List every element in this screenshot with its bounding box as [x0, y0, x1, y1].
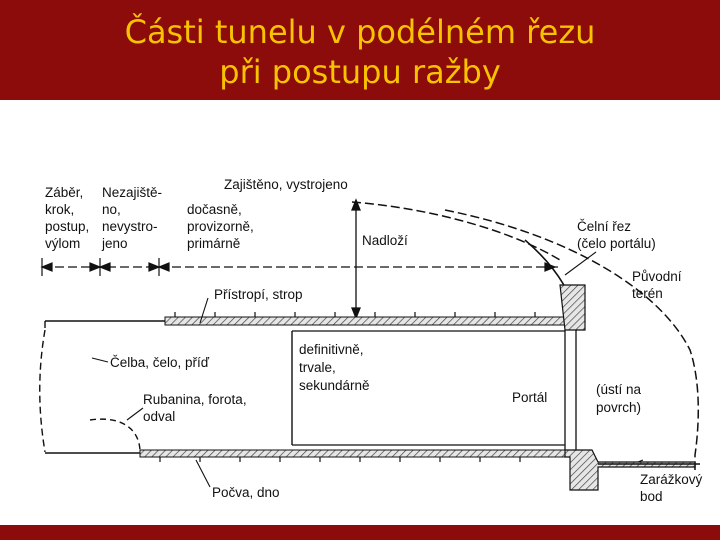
label-rubanina: Rubanina, forota, odval [143, 392, 247, 424]
svg-text:Původní: Původní [632, 269, 682, 284]
tunnel-floor-lining [139, 449, 566, 458]
svg-text:primárně: primárně [187, 236, 240, 251]
portal-top-block [559, 284, 586, 331]
leader-lines [91, 251, 644, 488]
label-definitivne: definitivně, trvale, sekundárně [299, 342, 370, 393]
label-portal: Portál [512, 390, 547, 405]
svg-text:terén: terén [632, 286, 663, 301]
svg-text:povrch): povrch) [596, 400, 641, 415]
svg-text:výlom: výlom [45, 236, 80, 251]
svg-text:nevystro-: nevystro- [102, 219, 158, 234]
slide-title-line-2: při postupu ražby [219, 53, 501, 91]
svg-text:trvale,: trvale, [299, 360, 336, 375]
label-celba: Čelba, čelo, příď [110, 355, 210, 370]
label-nadlozi: Nadloží [362, 233, 408, 248]
muck-pile-curve [89, 418, 141, 453]
tunnel-face-curve [39, 329, 46, 453]
overburden-dimension [351, 198, 361, 320]
svg-text:definitivně,: definitivně, [299, 342, 364, 357]
label-zajisteno: Zajištěno, vystrojeno [224, 177, 348, 192]
svg-text:postup,: postup, [45, 219, 89, 234]
roof-anchor-ticks [174, 312, 536, 317]
svg-text:Rubanina, forota,: Rubanina, forota, [143, 392, 247, 407]
slide-title-line-1: Části tunelu v podélném řezu [124, 13, 596, 51]
label-celni-rez: Čelní řez (čelo portálu) [577, 219, 656, 251]
svg-text:dočasně,: dočasně, [187, 202, 242, 217]
section-dimension-line [40, 258, 560, 276]
svg-text:sekundárně: sekundárně [299, 378, 370, 393]
bottom-bar [0, 525, 720, 540]
svg-text:provizorně,: provizorně, [187, 219, 254, 234]
svg-text:odval: odval [143, 409, 175, 424]
label-nezajisteno: Nezajiště- no, nevystro- jeno [101, 185, 162, 251]
svg-text:Zarážkový: Zarážkový [640, 472, 703, 487]
floor-anchor-ticks [159, 457, 521, 462]
label-docasne: dočasně, provizorně, primárně [187, 202, 254, 251]
label-usti: (ústí na povrch) [596, 382, 642, 415]
svg-text:no,: no, [102, 202, 121, 217]
portal-base-block [564, 449, 696, 491]
svg-text:Čelní řez: Čelní řez [577, 219, 631, 234]
svg-text:Nezajiště-: Nezajiště- [102, 185, 162, 200]
original-terrain-line [444, 209, 699, 470]
svg-text:(čelo portálu): (čelo portálu) [577, 236, 656, 251]
svg-text:Záběr,: Záběr, [45, 185, 83, 200]
title-bar: Části tunelu v podélném řezu při postupu… [0, 0, 720, 100]
svg-text:krok,: krok, [45, 202, 74, 217]
label-zarazkovy: Zarážkový bod [640, 472, 703, 504]
svg-text:(ústí na: (ústí na [596, 382, 642, 397]
label-puvodni-teren: Původní terén [632, 269, 682, 301]
svg-text:jeno: jeno [101, 236, 128, 251]
tunnel-roof-lining [164, 316, 566, 326]
svg-text:bod: bod [640, 489, 663, 504]
cover-arch [351, 201, 561, 261]
label-zaber: Záběr, krok, postup, výlom [45, 185, 89, 251]
label-pocva: Počva, dno [212, 485, 280, 500]
label-pristropi: Přístropí, strop [214, 287, 303, 302]
